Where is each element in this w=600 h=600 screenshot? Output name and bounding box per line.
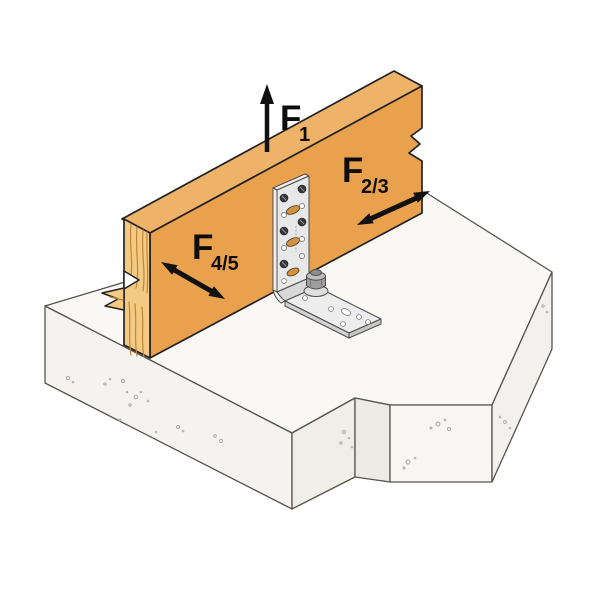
- base-hole: [302, 295, 308, 301]
- bracket-base-holes: [302, 295, 371, 327]
- f4-5-arrowhead-left: [161, 262, 178, 275]
- screw-head: [279, 259, 289, 269]
- base-hole: [356, 314, 362, 320]
- base-slot-hole: [340, 308, 352, 316]
- base-hole: [340, 321, 346, 327]
- pilot-hole: [298, 252, 305, 259]
- splinter-grain-line: [109, 296, 124, 301]
- screw-head: [297, 184, 307, 194]
- force-f4-5-subscript: 4/5: [211, 253, 239, 275]
- pilot-hole: [280, 211, 287, 218]
- pilot-hole: [280, 244, 287, 251]
- foundation-front-center-face: [389, 404, 493, 483]
- bolt-dome-cap: [310, 269, 322, 276]
- pilot-hole: [281, 278, 287, 284]
- force-f2-3-arrow: [357, 191, 430, 225]
- force-f2-3-label: F: [342, 151, 363, 190]
- bracket-leg-holes: [279, 184, 307, 284]
- force-f1-label: F: [280, 99, 301, 138]
- f2-3-arrowhead-left: [357, 213, 374, 225]
- force-f2-3-subscript: 2/3: [361, 176, 389, 198]
- force-f1-subscript: 1: [299, 124, 310, 146]
- beam-break-notch: [123, 270, 140, 290]
- screw-head: [297, 217, 307, 227]
- force-f1-arrow: [260, 84, 274, 152]
- f4-5-arrowhead-right: [208, 286, 225, 299]
- anchor-bolt: [303, 269, 329, 297]
- force-f4-5-label: F: [192, 228, 213, 267]
- f4-5-arrow-shaft: [172, 267, 214, 294]
- bracket-base-far-edge: [348, 318, 382, 339]
- pilot-hole: [298, 235, 305, 242]
- f1-arrowhead: [260, 84, 274, 104]
- beam-break-splinter: [101, 287, 125, 311]
- f2-3-arrowhead-right: [413, 191, 430, 203]
- screw-head: [279, 193, 289, 203]
- pilot-hole: [298, 202, 305, 209]
- force-arrows: F 1 F 2/3 F 4/5: [161, 84, 430, 299]
- base-hole: [328, 306, 334, 312]
- f2-3-arrow-shaft: [368, 195, 419, 222]
- angle-bracket: [272, 173, 382, 339]
- base-hole: [365, 319, 371, 325]
- foundation-small-face: [354, 397, 391, 483]
- nail-slot: [286, 267, 300, 277]
- screw-head: [279, 226, 289, 236]
- concrete-speckles: [65, 304, 549, 470]
- base-stamp-marks: [351, 304, 359, 309]
- force-f4-5-arrow: [161, 262, 225, 299]
- foundation-right-face: [491, 271, 553, 483]
- bracket-leg-left-edge: [272, 187, 278, 293]
